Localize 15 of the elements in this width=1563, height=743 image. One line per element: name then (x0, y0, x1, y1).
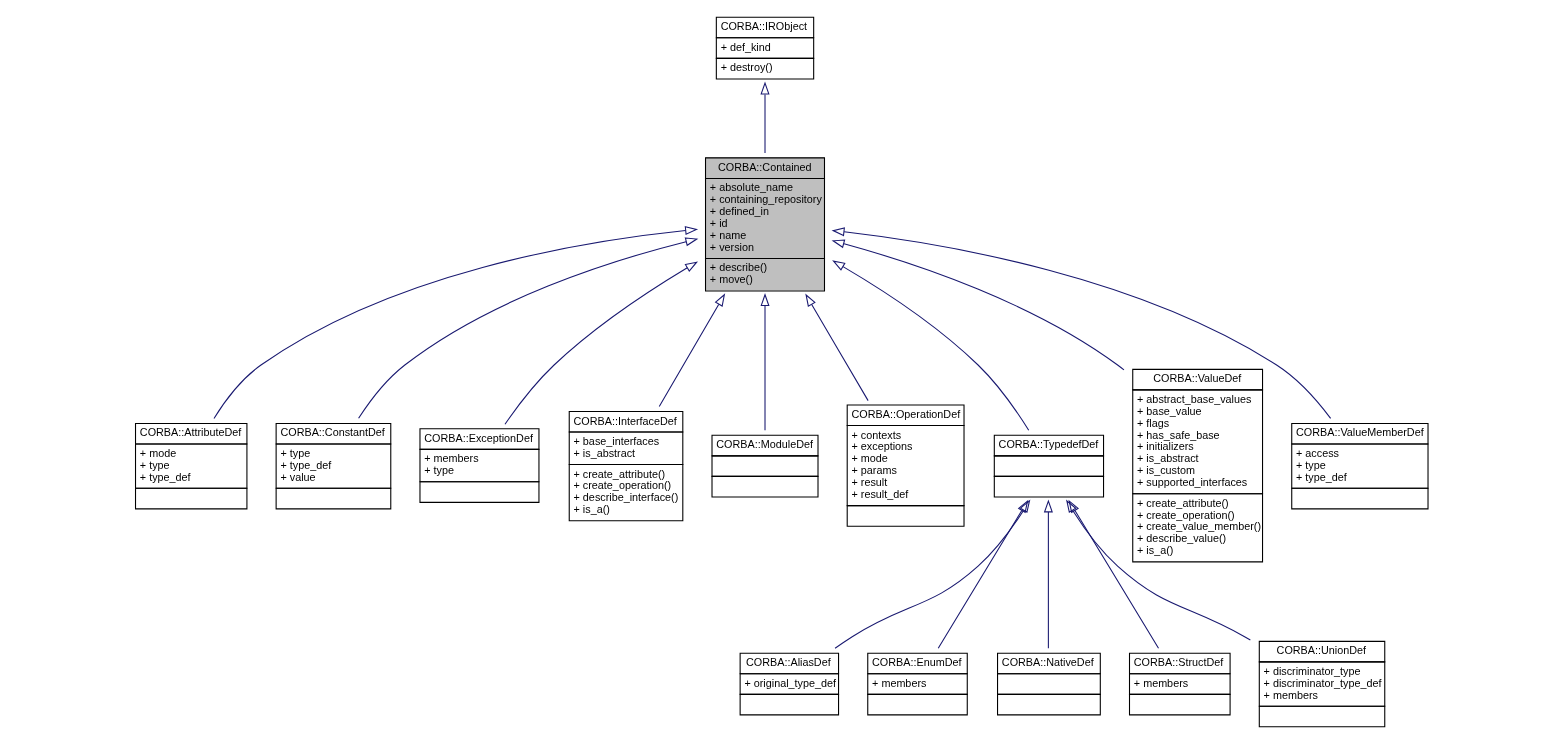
arrow (504, 261, 699, 425)
arrow (358, 237, 699, 419)
arrow (1043, 499, 1053, 649)
arrow (832, 260, 1030, 431)
arrow (831, 239, 1125, 371)
arrow (658, 293, 726, 408)
arrow (760, 81, 770, 154)
arrow (831, 227, 1332, 419)
arrow (937, 499, 1029, 649)
arrow (213, 226, 699, 419)
arrow (805, 293, 869, 402)
arrow (1068, 499, 1160, 649)
arrow (834, 499, 1031, 649)
arrow (760, 293, 770, 431)
arrow (1066, 499, 1251, 641)
